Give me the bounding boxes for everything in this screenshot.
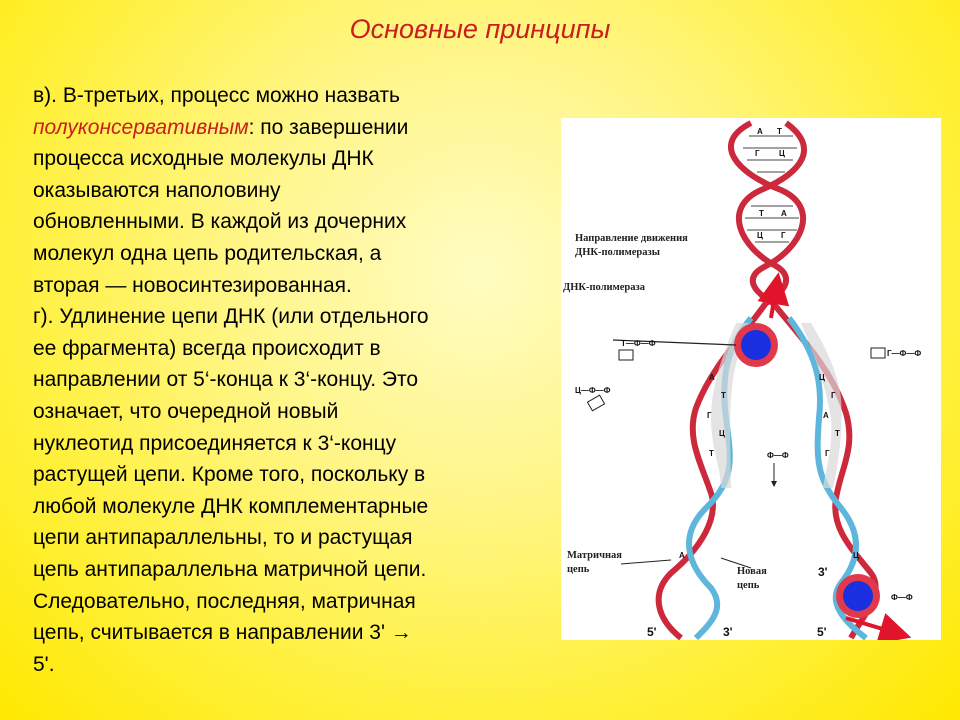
base-letter: Т bbox=[709, 449, 714, 458]
base-letter: А bbox=[679, 551, 685, 560]
base-letter: Т bbox=[759, 209, 764, 218]
end-label-left-5: 5' bbox=[647, 625, 657, 639]
direction-arrow bbox=[845, 613, 912, 640]
label-direction-line2: ДНК-полимеразы bbox=[575, 247, 660, 258]
slide-title: Основные принципы bbox=[349, 14, 611, 44]
text-line: Следовательно, последняя, матричная bbox=[33, 589, 416, 613]
text-line: полуконсервативным: по завершении bbox=[33, 112, 543, 144]
base-letter: Ц bbox=[757, 231, 763, 240]
dna-polymerase-lower bbox=[836, 574, 912, 640]
text-line: процесса исходные молекулы ДНК bbox=[33, 147, 374, 171]
label-new-line2: цепь bbox=[737, 580, 760, 591]
base-letter: Ц bbox=[853, 551, 859, 560]
nucleotide-label: Т—Ф—Ф bbox=[621, 339, 656, 348]
base-letter: Г bbox=[825, 449, 830, 458]
base-letter: Ц bbox=[719, 429, 725, 438]
text-line: цепь, считывается в направлении 3' → bbox=[33, 621, 412, 645]
parent-strand-a bbox=[728, 120, 807, 306]
nucleotide-label: Ц—Ф—Ф bbox=[575, 386, 611, 395]
body-text: в). В-третьих, процесс можно назвать пол… bbox=[33, 80, 543, 680]
text-line: любой молекуле ДНК комплементарные bbox=[33, 494, 429, 518]
base-letter: Г bbox=[781, 231, 786, 240]
nucleotide-label: Ф—Ф bbox=[767, 451, 789, 460]
parent-helix: А Т Г Ц Т А Ц Г bbox=[728, 120, 808, 306]
parent-strand-b bbox=[735, 120, 808, 306]
free-nucleotide: Г—Ф—Ф bbox=[870, 347, 921, 359]
text-line: растущей цепи. Кроме того, поскольку в bbox=[33, 463, 426, 487]
text-line: означает, что очередной новый bbox=[33, 399, 339, 423]
base-letter: Ц bbox=[819, 373, 825, 382]
text-line: цепь антипараллельна матричной цепи. bbox=[33, 557, 427, 581]
left-daughter-arm: А Т Г Ц Т А bbox=[655, 301, 769, 640]
direction-arrow bbox=[757, 272, 790, 319]
text-line: в). В-третьих, процесс можно назвать bbox=[33, 84, 400, 107]
base-letter: Т bbox=[835, 429, 840, 438]
text-line: оказываются наполовину bbox=[33, 178, 281, 202]
free-nucleotide: Ф—Ф bbox=[891, 593, 913, 602]
text-line: г). Удлинение цепи ДНК (или отдельного bbox=[33, 305, 429, 329]
label-new-line1: Новая bbox=[737, 566, 767, 577]
left-parent-strand bbox=[655, 301, 769, 640]
base-letter: Г bbox=[755, 149, 760, 158]
text-fragment: : по завершении bbox=[248, 115, 409, 139]
dna-replication-figure: А Т Г Ц Т А Ц Г А Т Г Ц Т А Ц bbox=[561, 118, 941, 640]
text-line: цепи антипараллельны, то и растущая bbox=[33, 526, 413, 550]
base-letter: Г bbox=[707, 411, 712, 420]
text-line: направлении от 5‘-конца к 3‘-концу. Это bbox=[33, 368, 419, 392]
nucleotide-label: Г—Ф—Ф bbox=[887, 349, 921, 358]
text-line: вторая — новосинтезированная. bbox=[33, 273, 352, 297]
nucleotide-label: Ф—Ф bbox=[891, 593, 913, 602]
text-line: нуклеотид присоединяется к 3‘-концу bbox=[33, 431, 397, 455]
free-nucleotide: Ф—Ф bbox=[767, 451, 789, 487]
dna-polymerase-upper bbox=[734, 272, 790, 367]
polymerase-pointer bbox=[612, 339, 737, 346]
text-line: ее фрагмента) всегда происходит в bbox=[33, 336, 381, 360]
base-letter: А bbox=[757, 127, 763, 136]
base-letter: А bbox=[823, 411, 829, 420]
base-letter: Г bbox=[831, 391, 836, 400]
base-letter: Ц bbox=[779, 149, 785, 158]
text-line: 5'. bbox=[33, 652, 55, 676]
highlight-term: полуконсервативным bbox=[33, 115, 249, 139]
template-pointer bbox=[620, 559, 672, 565]
end-label-left-3: 3' bbox=[723, 625, 733, 639]
base-letter: А bbox=[781, 209, 787, 218]
dna-replication-diagram: А Т Г Ц Т А Ц Г А Т Г Ц Т А Ц bbox=[563, 120, 921, 640]
label-direction-line1: Направление движения bbox=[575, 233, 688, 244]
end-label-right-3: 3' bbox=[818, 565, 828, 579]
text-line: обновленными. В каждой из дочерних bbox=[33, 210, 407, 234]
label-polymerase: ДНК-полимераза bbox=[563, 282, 646, 293]
right-new-strand bbox=[786, 316, 868, 640]
new-strand-pointer bbox=[720, 557, 752, 569]
base-letter: Т bbox=[721, 391, 726, 400]
free-nucleotide: Т—Ф—Ф bbox=[618, 339, 656, 361]
label-template-line2: цепь bbox=[567, 564, 590, 575]
base-letter: Т bbox=[777, 127, 782, 136]
label-template-line1: Матричная bbox=[567, 550, 622, 561]
end-label-right-5: 5' bbox=[817, 625, 827, 639]
free-nucleotide: Ц—Ф—Ф bbox=[575, 386, 611, 412]
base-letter: А bbox=[709, 373, 715, 382]
text-line: молекул одна цепь родительская, а bbox=[33, 241, 382, 265]
